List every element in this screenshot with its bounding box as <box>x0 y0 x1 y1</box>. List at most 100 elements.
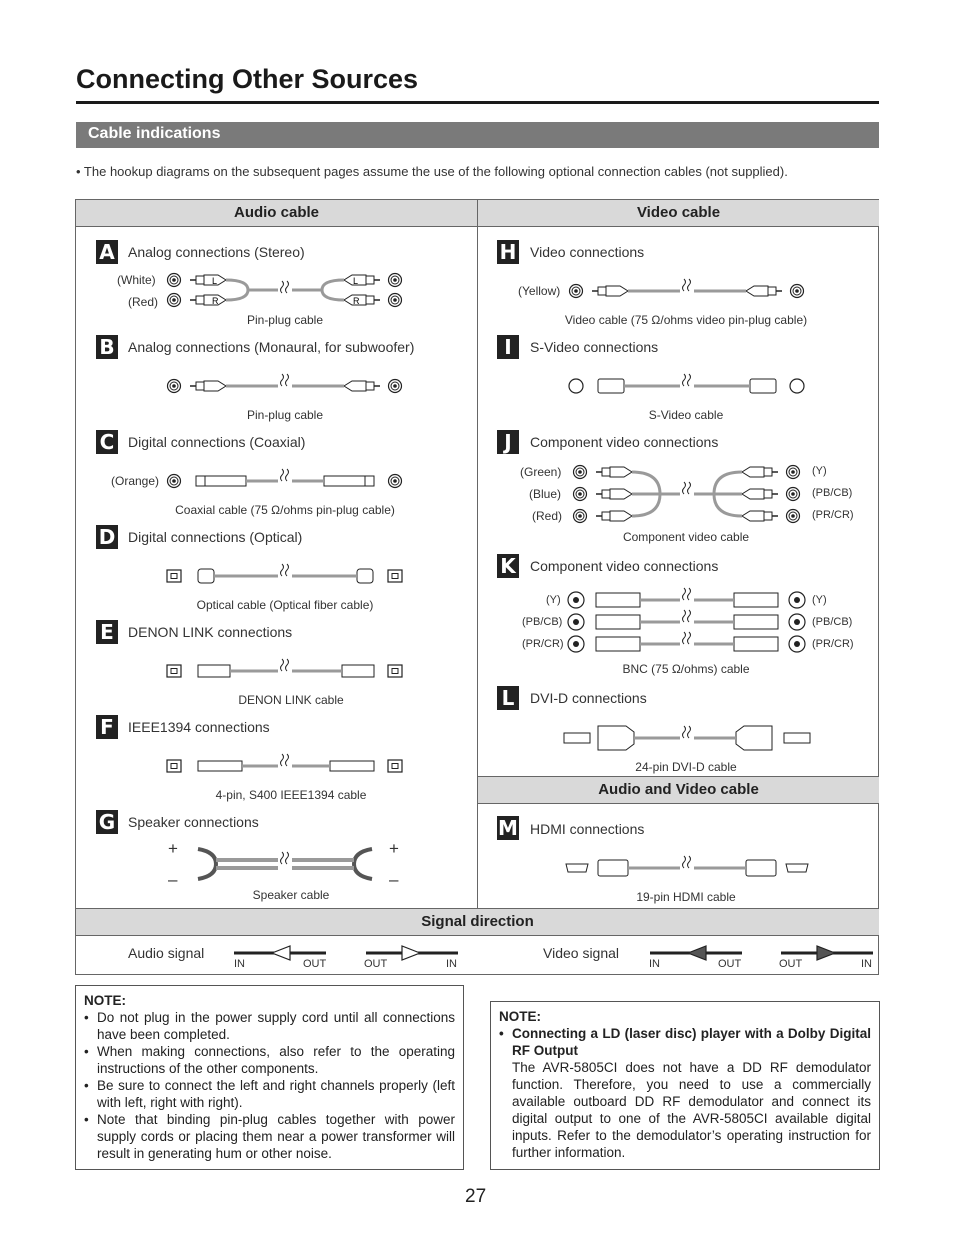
diagram-k <box>567 587 806 653</box>
minus-right: – <box>389 870 399 889</box>
caption-d: Optical cable (Optical fiber cable) <box>196 598 374 612</box>
svg-text:L: L <box>353 276 358 286</box>
label-y-j: (Y) <box>812 465 827 477</box>
caption-c: Coaxial cable (75 Ω/ohms pin-plug cable) <box>175 503 395 517</box>
diagram-d <box>166 563 403 584</box>
intro-text: • The hookup diagrams on the subsequent … <box>76 164 788 179</box>
caption-l: 24-pin DVI-D cable <box>635 760 737 774</box>
label-pr-k-left: (PR/CR) <box>522 638 564 650</box>
caption-g: Speaker cable <box>252 888 330 902</box>
diagram-l <box>563 725 811 751</box>
audio-out-1: OUT <box>303 958 327 970</box>
note-left: NOTE: Do not plug in the power supply co… <box>75 985 464 1170</box>
caption-j: Component video cable <box>622 530 750 544</box>
label-pb-k-left: (PB/CB) <box>522 616 563 628</box>
audio-in-2: IN <box>446 958 457 970</box>
caption-b: Pin-plug cable <box>246 408 324 422</box>
page-title: Connecting Other Sources <box>76 64 419 94</box>
diagram-f <box>166 753 403 773</box>
letter-h: H <box>497 240 519 264</box>
label-l: DVI-D connections <box>530 690 647 706</box>
label-h: Video connections <box>530 244 645 260</box>
video-signal-label: Video signal <box>543 945 620 961</box>
plus-left: + <box>168 839 178 858</box>
letter-a: A <box>96 240 118 264</box>
caption-a: Pin-plug cable <box>246 313 324 327</box>
label-pb-k-right: (PB/CB) <box>812 616 853 628</box>
letter-e: E <box>96 620 118 644</box>
label-i: S-Video connections <box>530 339 659 355</box>
caption-h: Video cable (75 Ω/ohms video pin-plug ca… <box>564 313 808 327</box>
label-d: Digital connections (Optical) <box>128 529 303 545</box>
diagram-c <box>166 468 403 489</box>
letter-d: D <box>96 525 118 549</box>
diagram-e <box>166 658 403 678</box>
page-number: 27 <box>465 1186 487 1207</box>
av-cable-header: Audio and Video cable <box>478 776 879 804</box>
letter-l: L <box>497 686 519 710</box>
plus-right: + <box>389 839 399 858</box>
diagram-i <box>568 373 805 394</box>
caption-i: S-Video cable <box>648 408 724 422</box>
label-m: HDMI connections <box>530 821 645 837</box>
label-f: IEEE1394 connections <box>128 719 270 735</box>
diagram-m <box>565 855 809 877</box>
letter-i: I <box>497 335 519 359</box>
note-right: NOTE: Connecting a LD (laser disc) playe… <box>490 1001 880 1170</box>
label-a: Analog connections (Stereo) <box>128 244 305 260</box>
letter-j: J <box>497 430 519 454</box>
label-green: (Green) <box>520 465 562 479</box>
letter-f: F <box>96 715 118 739</box>
cable-table: Audio cable Video cable Audio and Video … <box>75 199 879 975</box>
note-left-item: When making connections, also refer to t… <box>84 1043 455 1077</box>
signal-direction-header: Signal direction <box>76 908 879 936</box>
video-in-2: IN <box>861 958 872 970</box>
minus-left: – <box>168 870 178 889</box>
video-in-1: IN <box>649 958 660 970</box>
caption-k: BNC (75 Ω/ohms) cable <box>622 662 750 676</box>
caption-e: DENON LINK cable <box>238 693 344 707</box>
label-yellow: (Yellow) <box>518 284 561 298</box>
letter-g: G <box>96 810 118 834</box>
diagram-h <box>568 278 805 299</box>
section-bar: Cable indications <box>76 122 879 148</box>
video-signal-arrows <box>650 945 873 961</box>
note-left-heading: NOTE: <box>84 993 126 1008</box>
note-left-item: Do not plug in the power supply cord unt… <box>84 1009 455 1043</box>
diagram-g <box>197 847 373 881</box>
section-title: Cable indications <box>88 125 221 142</box>
svg-text:R: R <box>212 296 219 306</box>
audio-out-2: OUT <box>364 958 388 970</box>
label-k: Component video connections <box>530 558 719 574</box>
video-cable-header: Video cable <box>478 200 879 227</box>
label-c: Digital connections (Coaxial) <box>128 434 306 450</box>
note-right-heading: NOTE: <box>499 1009 541 1024</box>
svg-text:L: L <box>212 276 217 286</box>
label-j: Component video connections <box>530 434 719 450</box>
label-pr-k-right: (PR/CR) <box>812 638 854 650</box>
letter-m: M <box>497 816 519 840</box>
diagram-a: L R L R <box>166 272 403 308</box>
column-divider <box>477 200 478 908</box>
diagram-j <box>572 464 801 524</box>
label-e: DENON LINK connections <box>128 624 293 640</box>
label-b: Analog connections (Monaural, for subwoo… <box>128 339 415 355</box>
label-g: Speaker connections <box>128 814 259 830</box>
svg-text:R: R <box>353 296 360 306</box>
label-blue: (Blue) <box>529 487 562 501</box>
caption-f: 4-pin, S400 IEEE1394 cable <box>215 788 367 802</box>
letter-k: K <box>497 554 519 578</box>
letter-b: B <box>96 335 118 359</box>
letter-c: C <box>96 430 118 454</box>
label-pb-j: (PB/CB) <box>812 487 853 499</box>
audio-cable-header: Audio cable <box>76 200 477 227</box>
note-left-item: Note that binding pin-plug cables togeth… <box>84 1111 455 1162</box>
video-out-1: OUT <box>718 958 742 970</box>
title-rule <box>76 101 879 104</box>
note-left-item: Be sure to connect the left and right ch… <box>84 1077 455 1111</box>
label-red-j: (Red) <box>532 509 563 523</box>
label-orange: (Orange) <box>111 474 160 488</box>
video-out-2: OUT <box>779 958 803 970</box>
caption-m: 19-pin HDMI cable <box>636 890 736 904</box>
